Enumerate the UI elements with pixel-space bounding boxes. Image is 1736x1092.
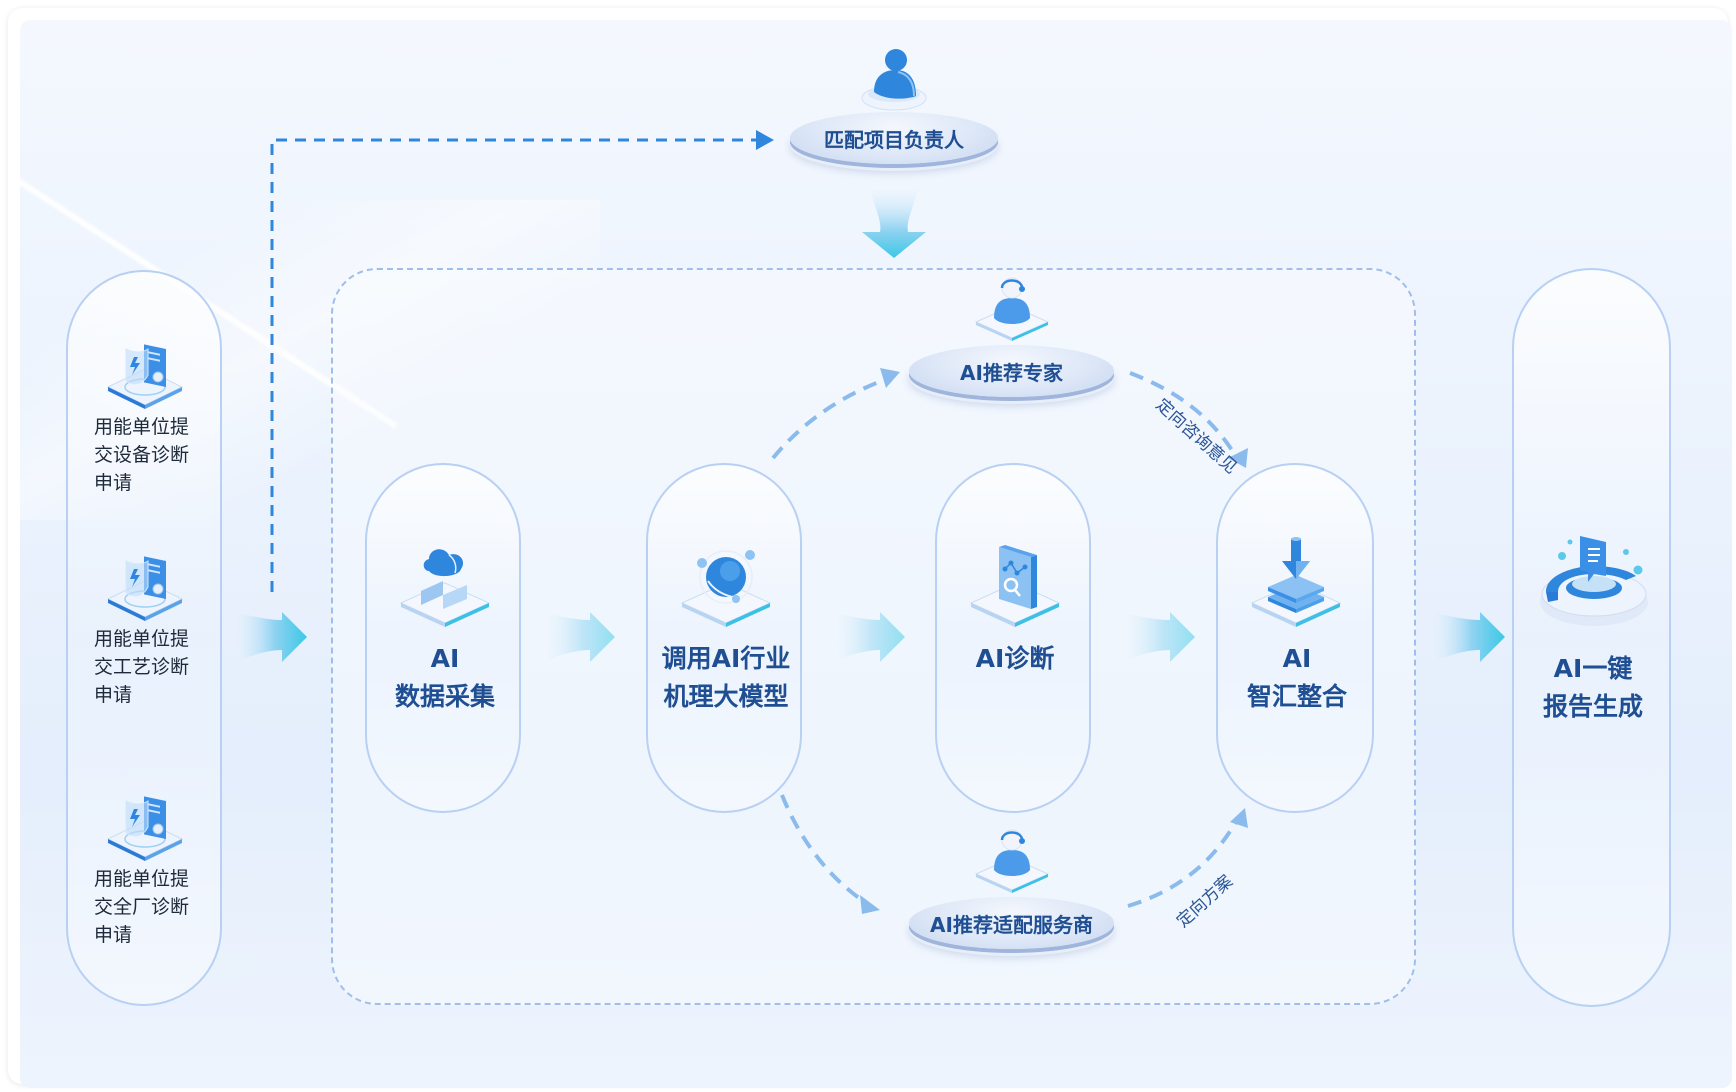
support-agent-icon bbox=[974, 829, 1050, 893]
step-label: AI 智汇整合 bbox=[1246, 644, 1347, 711]
shield-document-icon bbox=[106, 556, 184, 621]
match-lead-node[interactable]: 匹配项目负责人 bbox=[790, 112, 998, 164]
connector-expert-to-merge bbox=[1129, 371, 1240, 461]
connector-model-to-expert bbox=[771, 376, 891, 460]
cloud-server-icon bbox=[399, 549, 491, 627]
support-agent-icon bbox=[974, 277, 1050, 341]
request-label: 用能单位提 交全厂诊断 申请 bbox=[94, 868, 190, 946]
provider-label: AI推荐适配服务商 bbox=[930, 912, 1093, 937]
shield-document-icon bbox=[106, 344, 184, 409]
merge-download-icon bbox=[1250, 537, 1342, 627]
flow-arrow-4 bbox=[1122, 612, 1195, 662]
step-data-collection[interactable]: AI 数据采集 bbox=[365, 463, 521, 813]
provider-node[interactable]: AI推荐适配服务商 bbox=[909, 897, 1114, 949]
request-label: 用能单位提 交工艺诊断 申请 bbox=[94, 628, 190, 706]
match-lead-label: 匹配项目负责人 bbox=[824, 127, 964, 152]
step-industry-model[interactable]: 调用AI行业 机理大模型 bbox=[646, 463, 802, 813]
flow-arrow-3 bbox=[832, 612, 905, 662]
request-item[interactable]: 用能单位提 交全厂诊断 申请 bbox=[66, 777, 222, 967]
step-label: AI诊断 bbox=[975, 644, 1055, 673]
output-report-column[interactable]: AI一键 报告生成 bbox=[1512, 268, 1671, 1007]
request-item[interactable]: 用能单位提 交工艺诊断 申请 bbox=[66, 537, 222, 727]
connector-model-to-provider bbox=[780, 794, 870, 906]
request-item[interactable]: 用能单位提 交设备诊断 申请 bbox=[66, 325, 222, 515]
globe-model-icon bbox=[680, 550, 772, 627]
person-icon bbox=[861, 49, 927, 111]
expert-node[interactable]: AI推荐专家 bbox=[909, 345, 1114, 397]
arrowhead-merge-bottom bbox=[1230, 808, 1248, 828]
arrowhead-expert bbox=[880, 368, 900, 388]
step-label: 调用AI行业 机理大模型 bbox=[661, 644, 791, 711]
arrowhead-match bbox=[756, 130, 774, 150]
output-label: AI一键 报告生成 bbox=[1542, 654, 1643, 721]
connector-provider-to-merge bbox=[1127, 817, 1240, 908]
flow-arrow-1 bbox=[235, 612, 307, 662]
report-ring-icon bbox=[1540, 536, 1648, 626]
request-label: 用能单位提 交设备诊断 申请 bbox=[94, 416, 190, 494]
shield-document-icon bbox=[106, 796, 184, 861]
flow-arrow-5 bbox=[1432, 612, 1505, 662]
expert-label: AI推荐专家 bbox=[960, 360, 1063, 385]
arrowhead-merge-top bbox=[1228, 448, 1248, 468]
flow-arrow-2 bbox=[542, 612, 615, 662]
down-arrow-match bbox=[862, 190, 926, 258]
step-label: AI 数据采集 bbox=[394, 644, 495, 711]
arrowhead-provider bbox=[860, 895, 880, 914]
diagnosis-chart-icon bbox=[969, 545, 1061, 627]
step-ai-diagnosis[interactable]: AI诊断 bbox=[935, 463, 1091, 813]
step-ai-integration[interactable]: AI 智汇整合 bbox=[1216, 463, 1374, 813]
